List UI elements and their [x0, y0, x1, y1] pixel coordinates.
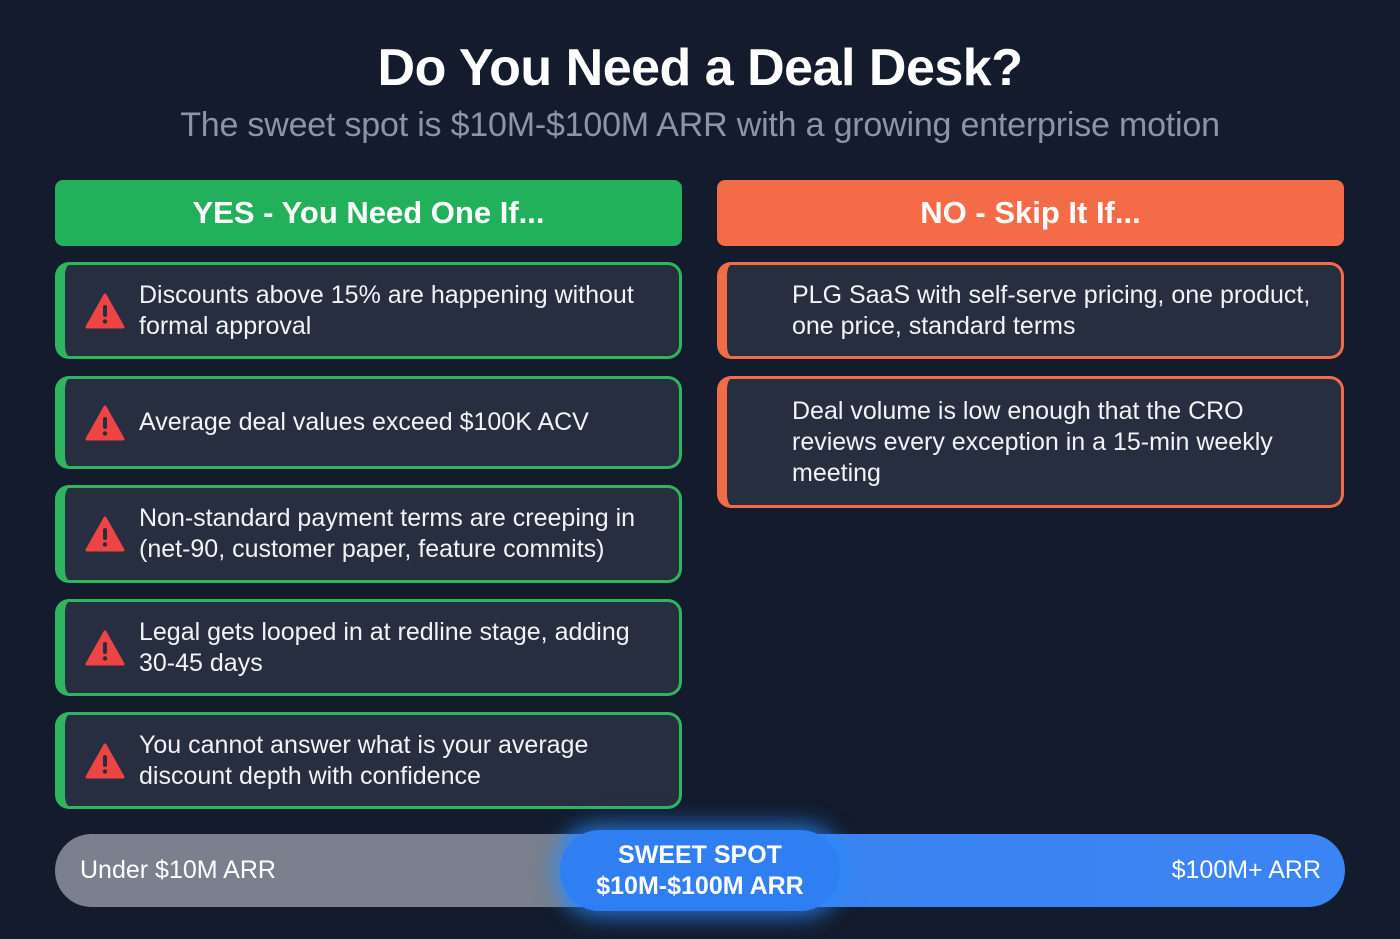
sweet-spot-pill: SWEET SPOT $10M-$100M ARR — [560, 830, 840, 911]
no-item-text: PLG SaaS with self-serve pricing, one pr… — [792, 280, 1311, 340]
warning-icon — [65, 743, 139, 779]
yes-item-text: Legal gets looped in at redline stage, a… — [139, 617, 630, 677]
yes-item-card: Discounts above 15% are happening withou… — [55, 262, 682, 359]
yes-item-text: You cannot answer what is your average d… — [139, 730, 589, 790]
warning-icon — [65, 293, 139, 329]
arr-scale-bar: Under $10M ARR SWEET SPOT $10M-$100M ARR… — [55, 830, 1345, 911]
no-item-text: Deal volume is low enough that the CRO r… — [792, 396, 1273, 487]
warning-icon — [65, 516, 139, 552]
page-title: Do You Need a Deal Desk? — [377, 39, 1023, 97]
yes-item-text: Discounts above 15% are happening withou… — [139, 280, 634, 340]
yes-item-text: Non-standard payment terms are creeping … — [139, 504, 636, 563]
warning-icon — [65, 630, 139, 666]
yes-item-card: You cannot answer what is your average d… — [55, 712, 682, 809]
no-item-card: Deal volume is low enough that the CRO r… — [717, 376, 1344, 508]
sweet-spot-range: $10M-$100M ARR — [596, 871, 804, 900]
no-item-card: PLG SaaS with self-serve pricing, one pr… — [717, 262, 1344, 359]
over-100m-label: $100M+ ARR — [1171, 856, 1321, 884]
under-10m-label: Under $10M ARR — [80, 856, 276, 884]
yes-item-card: Legal gets looped in at redline stage, a… — [55, 599, 682, 696]
yes-item-text: Average deal values exceed $100K ACV — [139, 408, 589, 436]
yes-column-header: YES - You Need One If... — [55, 180, 682, 246]
no-column-header: NO - Skip It If... — [717, 180, 1344, 246]
sweet-spot-title: SWEET SPOT — [618, 840, 782, 869]
yes-item-card: Average deal values exceed $100K ACV — [55, 376, 682, 469]
yes-item-card: Non-standard payment terms are creeping … — [55, 485, 682, 583]
warning-icon — [65, 405, 139, 441]
page-subtitle: The sweet spot is $10M-$100M ARR with a … — [180, 106, 1220, 144]
